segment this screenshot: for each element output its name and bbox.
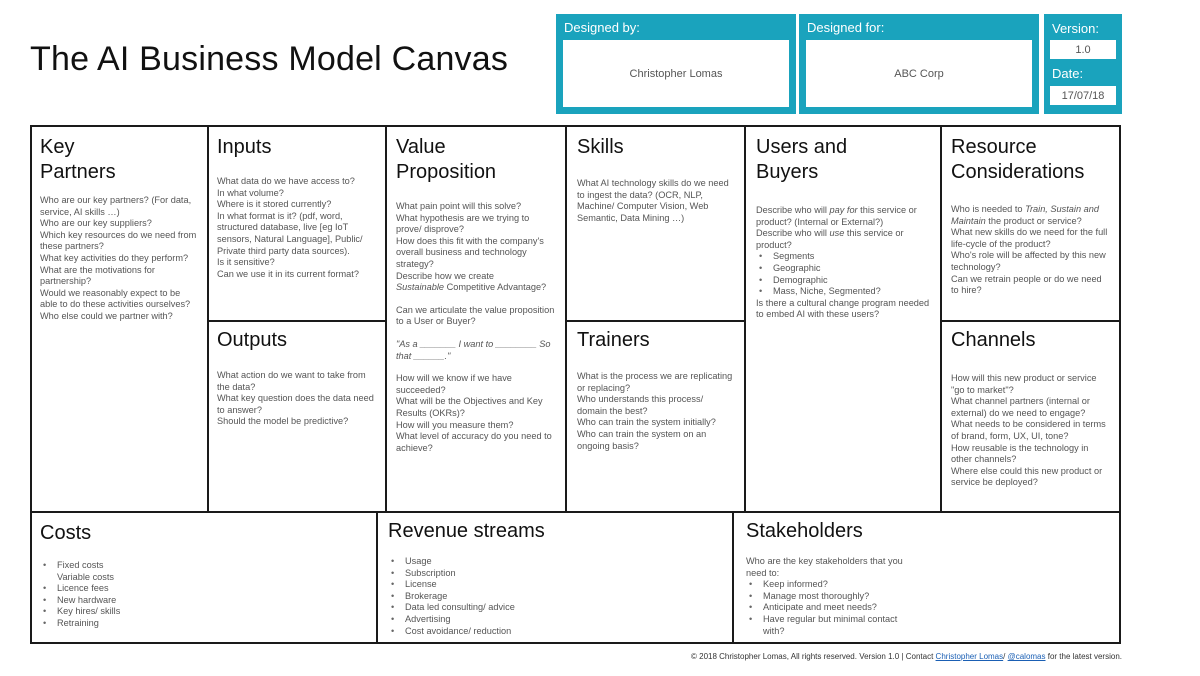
list-item: License xyxy=(388,579,722,591)
outputs-title: Outputs xyxy=(217,329,288,351)
designed-by-label: Designed by: xyxy=(564,20,640,35)
date-field[interactable]: 17/07/18 xyxy=(1050,86,1116,105)
list-item: Cost avoidance/ reduction xyxy=(388,626,722,638)
stakeholders-text: Who are the key stakeholders that you ne… xyxy=(746,556,916,637)
inputs-text: What data do we have access to? In what … xyxy=(217,176,363,279)
page-title: The AI Business Model Canvas xyxy=(30,40,509,78)
key-partners-block: Key Partners Who are our key partners? (… xyxy=(30,125,209,513)
channels-text: How will this new product or service "go… xyxy=(951,373,1106,488)
value-proposition-block: Value Proposition What pain point will t… xyxy=(385,125,567,513)
revenue-streams-text: Usage Subscription License Brokerage Dat… xyxy=(388,556,722,637)
resource-considerations-block: Resource Considerations Who is needed to… xyxy=(940,125,1121,322)
version-field[interactable]: 1.0 xyxy=(1050,40,1116,59)
list-item: New hardware xyxy=(40,595,368,607)
trainers-title: Trainers xyxy=(577,329,650,351)
list-item: Mass, Niche, Segmented? xyxy=(756,286,930,298)
costs-title: Costs xyxy=(40,522,92,544)
channels-block: Channels How will this new product or se… xyxy=(940,320,1121,513)
list-item: Segments xyxy=(756,251,930,263)
list-item: Variable costs xyxy=(57,571,115,582)
designed-for-label: Designed for: xyxy=(807,20,885,35)
value-proposition-text: What pain point will this solve? What hy… xyxy=(396,201,555,453)
list-item: Have regular but minimal contact with? xyxy=(746,614,916,637)
designed-for-field[interactable]: ABC Corp xyxy=(806,40,1032,107)
stakeholders-block: Stakeholders Who are the key stakeholder… xyxy=(732,511,1121,644)
revenue-streams-list: Usage Subscription License Brokerage Dat… xyxy=(388,556,722,637)
users-buyers-segment-list: Segments Geographic Demographic Mass, Ni… xyxy=(756,251,930,297)
revenue-streams-block: Revenue streams Usage Subscription Licen… xyxy=(376,511,734,644)
revenue-streams-title: Revenue streams xyxy=(388,520,545,542)
costs-block: Costs Fixed costs Variable costs Licence… xyxy=(30,511,378,644)
resource-considerations-title: Resource Considerations xyxy=(951,136,1085,183)
list-item: Key hires/ skills xyxy=(40,606,368,618)
list-item: Licence fees xyxy=(40,583,368,595)
date-label: Date: xyxy=(1052,66,1084,81)
skills-title: Skills xyxy=(577,136,624,158)
version-date-box: Version: 1.0 Date: 17/07/18 xyxy=(1044,14,1122,114)
outputs-text: What action do we want to take from the … xyxy=(217,370,374,427)
value-proposition-title: Value Proposition xyxy=(396,136,497,183)
costs-text: Fixed costs Variable costs Licence fees … xyxy=(40,560,368,630)
skills-block: Skills What AI technology skills do we n… xyxy=(565,125,746,322)
costs-list: Fixed costs Variable costs Licence fees … xyxy=(40,560,368,630)
list-item: Advertising xyxy=(388,614,722,626)
resource-considerations-text: Who is needed to Train, Sustain and Main… xyxy=(951,204,1108,296)
list-item: Anticipate and meet needs? xyxy=(746,602,916,614)
list-item: Keep informed? xyxy=(746,579,916,591)
inputs-block: Inputs What data do we have access to? I… xyxy=(207,125,387,322)
stakeholders-title: Stakeholders xyxy=(746,520,863,542)
users-buyers-title: Users and Buyers xyxy=(756,136,848,183)
footer-copyright: © 2018 Christopher Lomas, All rights res… xyxy=(691,652,1122,661)
list-item: Demographic xyxy=(756,275,930,287)
designed-for-box: Designed for: ABC Corp xyxy=(799,14,1039,114)
list-item: Fixed costs xyxy=(40,560,368,572)
list-item: Brokerage xyxy=(388,591,722,603)
outputs-block: Outputs What action do we want to take f… xyxy=(207,320,387,513)
designed-by-field[interactable]: Christopher Lomas xyxy=(563,40,789,107)
author-link[interactable]: Christopher Lomas xyxy=(935,652,1004,661)
key-partners-text: Who are our key partners? (For data, ser… xyxy=(40,195,197,321)
skills-text: What AI technology skills do we need to … xyxy=(577,178,729,223)
list-item: Subscription xyxy=(388,568,722,580)
designed-by-box: Designed by: Christopher Lomas xyxy=(556,14,796,114)
list-item: Geographic xyxy=(756,263,930,275)
twitter-handle-link[interactable]: @calomas xyxy=(1007,652,1046,661)
channels-title: Channels xyxy=(951,329,1036,351)
stakeholders-list: Keep informed? Manage most thoroughly? A… xyxy=(746,579,916,637)
trainers-text: What is the process we are replicating o… xyxy=(577,371,733,451)
list-item: Usage xyxy=(388,556,722,568)
list-item: Retraining xyxy=(40,618,368,630)
users-buyers-block: Users and Buyers Describe who will pay f… xyxy=(744,125,942,513)
list-item: Manage most thoroughly? xyxy=(746,591,916,603)
key-partners-title: Key Partners xyxy=(40,136,116,183)
version-label: Version: xyxy=(1052,21,1099,36)
list-item: Data led consulting/ advice xyxy=(388,602,722,614)
users-buyers-text: Describe who will pay for this service o… xyxy=(756,205,930,321)
inputs-title: Inputs xyxy=(217,136,272,158)
trainers-block: Trainers What is the process we are repl… xyxy=(565,320,746,513)
